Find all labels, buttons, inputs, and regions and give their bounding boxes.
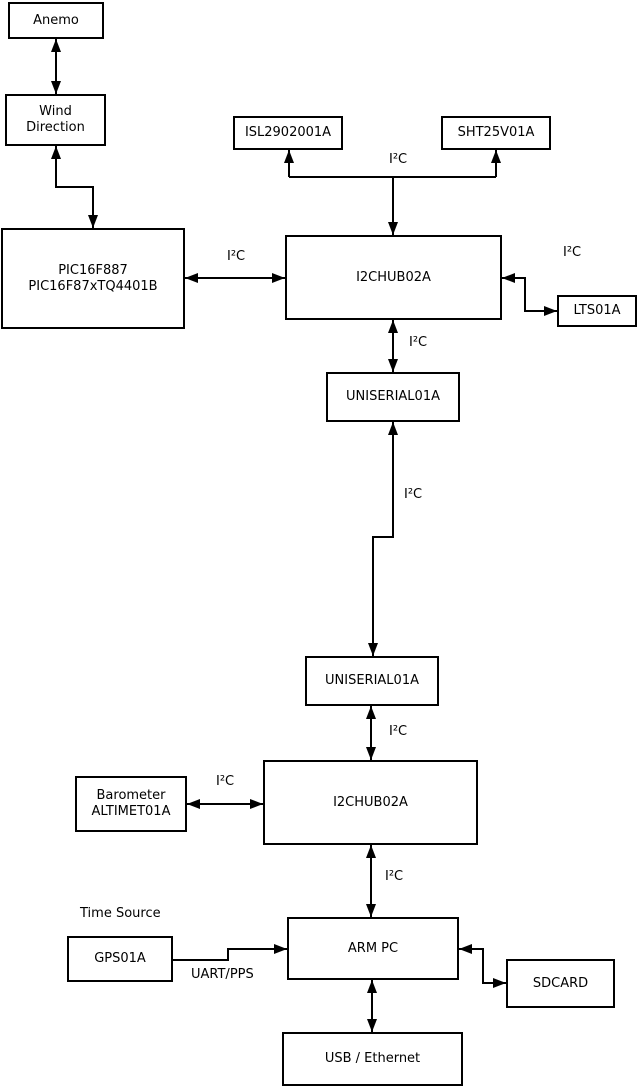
node-anemo: Anemo xyxy=(8,2,104,39)
node-label: SDCARD xyxy=(532,975,589,991)
i2c-label-hub-uniserial: I²C xyxy=(409,335,428,350)
i2c-label-uniserial-hub2: I²C xyxy=(389,724,408,739)
edge-wind-pic xyxy=(51,146,98,228)
node-label: I2CHUB02A xyxy=(333,794,408,810)
node-usb-ethernet: USB / Ethernet xyxy=(282,1032,463,1086)
node-isl2902001a: ISL2902001A xyxy=(233,116,343,150)
node-label: Anemo xyxy=(33,12,79,28)
node-label: ALTIMET01A xyxy=(91,804,171,819)
i2c-label-hub2-armpc: I²C xyxy=(385,869,404,884)
node-label: PIC16F87xTQ4401B xyxy=(28,278,158,294)
node-label: UNISERIAL01A xyxy=(325,673,419,688)
edge-armpc-sdcard xyxy=(459,944,506,988)
node-uniserial01a-upper: UNISERIAL01A xyxy=(326,372,460,422)
node-arm-pc: ARM PC xyxy=(287,917,459,980)
node-lts01a: LTS01A xyxy=(557,295,637,327)
node-sdcard: SDCARD xyxy=(506,959,615,1008)
uart-pps-label: UART/PPS xyxy=(191,967,254,982)
node-uniserial01a-lower: UNISERIAL01A xyxy=(305,656,439,706)
node-sht25v01a: SHT25V01A xyxy=(441,116,551,150)
node-pic16f887: PIC16F887 PIC16F87xTQ4401B xyxy=(1,228,185,329)
i2c-label-barometer-hub2: I²C xyxy=(216,774,235,789)
node-i2chub02a-upper: I2CHUB02A xyxy=(285,235,502,320)
node-label: Barometer xyxy=(96,788,166,803)
node-label: Wind xyxy=(39,104,72,119)
node-label: LTS01A xyxy=(573,303,621,318)
time-source-label: Time Source xyxy=(80,906,161,921)
edge-uniserial-top-uniserial-bottom xyxy=(368,422,398,656)
edge-gps-armpc xyxy=(173,944,287,961)
node-barometer-altimet01a: Barometer ALTIMET01A xyxy=(75,776,187,832)
i2c-label-hub-lts: I²C xyxy=(563,245,582,260)
edge-i2chub-top-lts xyxy=(502,273,557,316)
node-label: Direction xyxy=(26,120,85,135)
node-label: ISL2902001A xyxy=(244,125,332,140)
i2c-label-uniserial-link: I²C xyxy=(404,487,423,502)
node-label: GPS01A xyxy=(94,951,146,966)
node-label: ARM PC xyxy=(347,940,399,956)
i2c-label-pic-hub: I²C xyxy=(227,249,246,264)
node-gps01a: GPS01A xyxy=(67,936,173,982)
node-wind-direction: Wind Direction xyxy=(5,94,106,146)
node-label: UNISERIAL01A xyxy=(346,389,440,404)
node-label: I2CHUB02A xyxy=(356,269,431,285)
node-label: USB / Ethernet xyxy=(324,1051,421,1066)
node-label: SHT25V01A xyxy=(457,125,535,140)
node-i2chub02a-lower: I2CHUB02A xyxy=(263,760,478,845)
i2c-label-top-bus: I²C xyxy=(389,152,408,167)
node-label: PIC16F887 xyxy=(58,262,128,278)
